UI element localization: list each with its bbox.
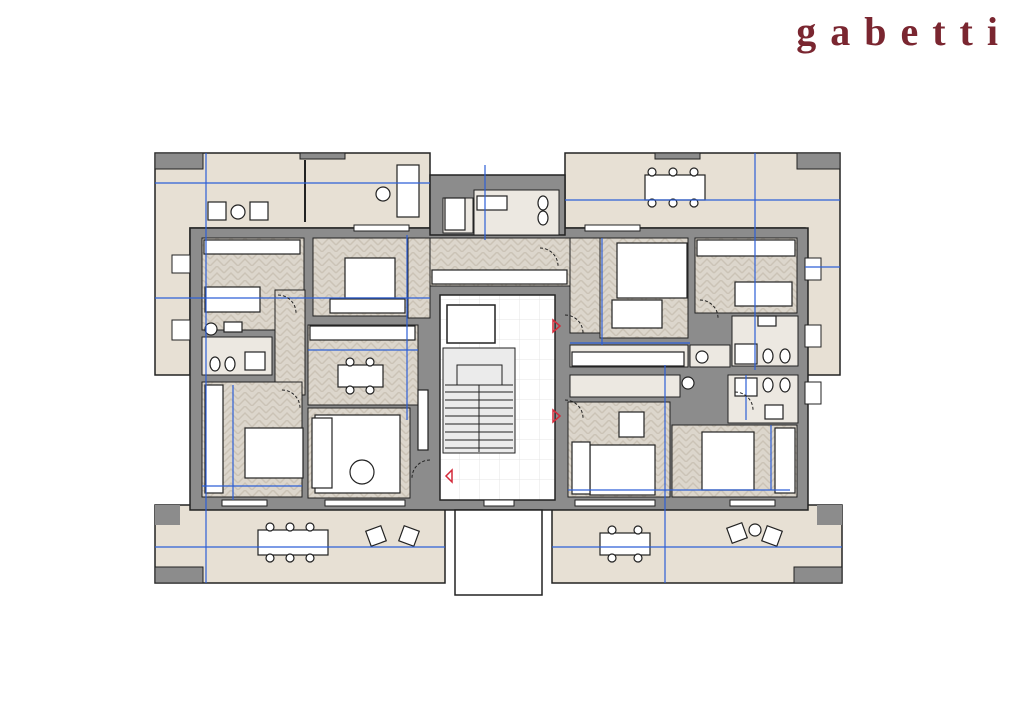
entrance-portico [454,509,543,596]
room-kitchen-e2 [569,374,681,398]
dimension-lines [155,153,842,583]
windows [171,224,822,507]
furniture [203,164,796,563]
elevator [446,304,496,344]
room-hall-nw [407,237,431,319]
room-hall-w [274,289,306,396]
room-hall-ne [569,237,601,334]
brand-logo: gabetti [796,9,1012,54]
door-swings [277,247,754,479]
entrance-marker-icon [444,318,562,484]
stair-core [429,189,571,596]
